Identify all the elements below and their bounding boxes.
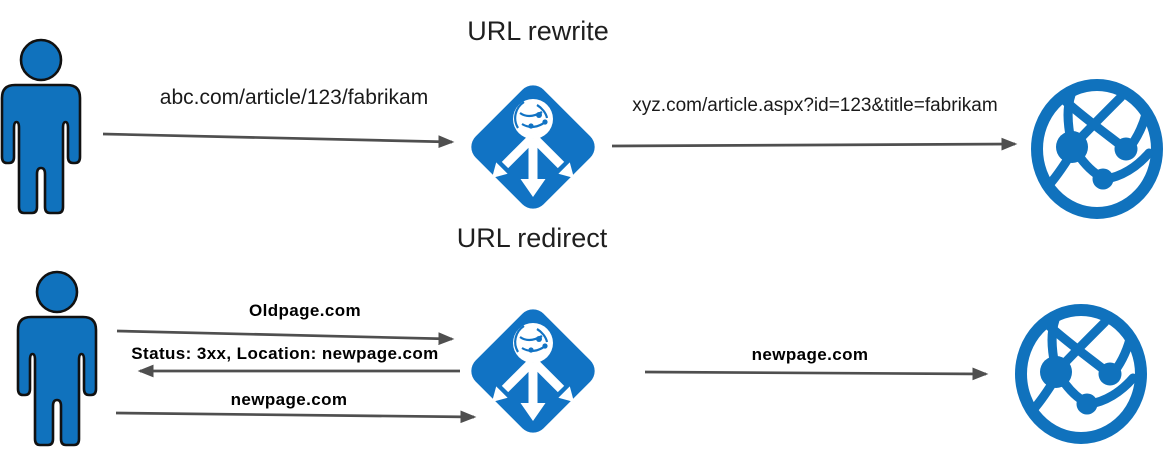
redirect-forward-label: newpage.com: [751, 345, 869, 364]
arrow-rewrite-forward: [611, 137, 1018, 151]
arrow-redirect-new-request: [115, 410, 477, 424]
section-title-url-rewrite: URL rewrite: [467, 16, 609, 46]
web-app-icon: [1015, 304, 1147, 444]
arrow-redirect-request: [116, 329, 455, 346]
arrow-rewrite-request: [102, 132, 455, 149]
redirect-new-request-label: newpage.com: [230, 390, 348, 409]
person-icon: [0, 38, 82, 215]
redirect-response-label: Status: 3xx, Location: newpage.com: [131, 344, 439, 363]
application-gateway-icon: [471, 85, 595, 209]
person-icon: [16, 270, 98, 447]
web-app-icon: [1031, 79, 1163, 219]
section-title-url-redirect: URL redirect: [456, 223, 608, 253]
redirect-request-label: Oldpage.com: [248, 301, 362, 320]
rewrite-rewritten-label: xyz.com/article.aspx?id=123&title=fabrik…: [632, 95, 998, 116]
arrow-redirect-forward: [644, 367, 989, 381]
rewrite-request-label: abc.com/article/123/fabrikam: [159, 86, 429, 109]
application-gateway-icon: [471, 309, 595, 433]
